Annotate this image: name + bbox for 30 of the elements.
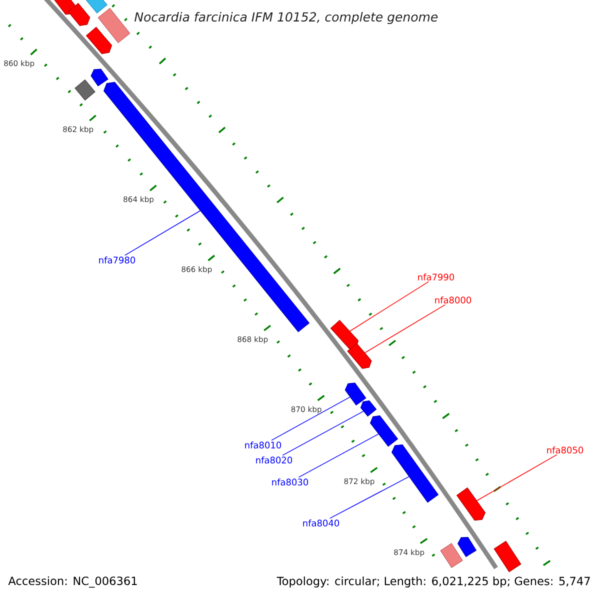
gene-block xyxy=(440,543,463,568)
leader-line xyxy=(364,304,446,354)
gene-feature xyxy=(347,343,372,369)
gene-label: nfa8030 xyxy=(272,478,308,486)
gene-feature xyxy=(457,536,477,558)
leader-line xyxy=(124,210,201,256)
gene-label: nfa7980 xyxy=(99,256,136,264)
gene-label: nfa7990 xyxy=(418,274,454,280)
leader-line xyxy=(330,476,410,519)
title: Nocardia farcinica IFM 10152, complete genome xyxy=(134,12,438,24)
gene-label: nfa8050 xyxy=(547,446,584,454)
gene-label: nfa8010 xyxy=(245,442,282,448)
leader-line xyxy=(271,396,350,441)
gene-feature xyxy=(370,415,398,447)
leader-line xyxy=(350,281,429,332)
gene-feature xyxy=(391,444,439,503)
leader-line xyxy=(282,410,364,456)
leader-line xyxy=(476,454,558,501)
gene-feature xyxy=(86,26,112,54)
genome-summary: Topology: circular; Length: 6,021,225 bp; Genes: 5,747 xyxy=(276,576,590,588)
leader-line xyxy=(298,434,379,478)
gene-feature xyxy=(456,487,486,521)
gene-feature xyxy=(360,400,377,417)
gene-label: nfa8000 xyxy=(435,296,472,304)
accession-text: Accession: NC_006361 xyxy=(8,576,137,588)
gene-block xyxy=(494,540,522,572)
gene-feature xyxy=(90,68,108,86)
gene-feature xyxy=(330,320,359,350)
gene-label: nfa8020 xyxy=(256,456,292,464)
gene-label: nfa8040 xyxy=(303,520,340,526)
